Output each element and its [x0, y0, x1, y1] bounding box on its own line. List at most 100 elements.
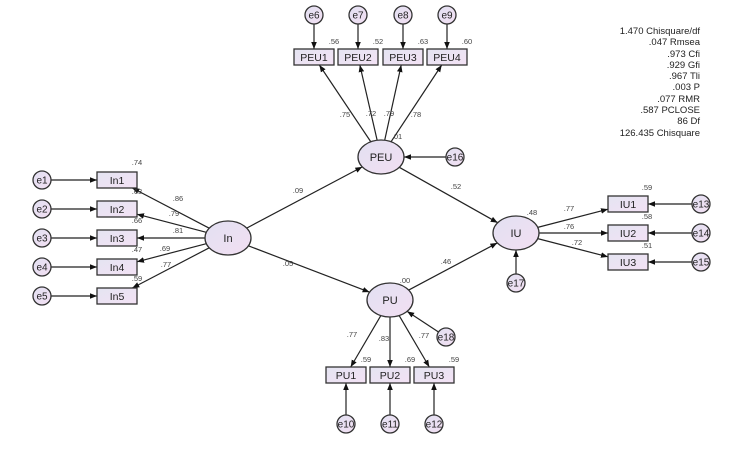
latent-variable-iu	[492, 215, 540, 251]
r-squared-value: .66	[132, 216, 142, 225]
error-term-e6	[304, 5, 324, 25]
r-squared-value: .59	[449, 355, 459, 364]
latent-label: IU	[511, 228, 522, 240]
error-term-label: e12	[426, 420, 443, 431]
error-term-label: e11	[382, 420, 398, 431]
observed-variable-label: In3	[110, 233, 125, 245]
r-squared-value: .63	[418, 37, 428, 46]
factor-loading: .81	[173, 226, 183, 235]
loading-path-arrow	[350, 315, 382, 368]
error-term-e18	[436, 327, 456, 347]
error-term-e2	[32, 199, 52, 219]
error-term-e8	[393, 5, 413, 25]
observed-variable-box	[325, 366, 367, 384]
factor-loading: .69	[160, 244, 170, 253]
loading-path-arrow	[358, 64, 378, 141]
r-squared-value: .63	[132, 187, 142, 196]
latent-label: PEU	[370, 152, 393, 164]
r-squared-value: .52	[373, 37, 383, 46]
observed-variable-box	[96, 171, 138, 189]
factor-loading: .78	[411, 110, 421, 119]
path-coefficient: .46	[441, 257, 451, 266]
observed-variable-label: PEU3	[389, 52, 417, 64]
latent-label: PU	[382, 295, 397, 307]
factor-loading: .72	[366, 109, 376, 118]
loading-path-arrow	[537, 208, 609, 228]
loading-path-arrow	[132, 187, 210, 229]
error-term-label: e2	[36, 205, 48, 216]
factor-loading: .79	[169, 209, 179, 218]
error-term-e9	[437, 5, 457, 25]
error-term-e12	[424, 414, 444, 434]
loading-path-arrow	[318, 64, 372, 143]
factor-loading: .79	[384, 109, 394, 118]
observed-variable-label: PEU4	[433, 52, 461, 64]
fit-index: .003 P	[672, 82, 700, 94]
observed-variable-label: IU1	[620, 199, 637, 211]
path-coefficient: .09	[293, 186, 303, 195]
error-term-label: e8	[397, 11, 409, 22]
r-squared-value: .01	[392, 132, 402, 141]
observed-variable-box	[96, 258, 138, 276]
observed-variable-label: In4	[110, 262, 125, 274]
r-squared-value: .56	[329, 37, 339, 46]
error-term-e17	[506, 273, 526, 293]
r-squared-value: .59	[132, 274, 142, 283]
observed-variable-box	[96, 287, 138, 305]
error-term-label: e14	[693, 229, 710, 240]
loading-path-arrow	[390, 64, 443, 143]
error-term-label: e6	[308, 11, 320, 22]
disturbance-path-arrow	[406, 310, 439, 333]
fit-index: 1.470 Chisquare/df	[619, 26, 700, 37]
latent-variable-peu	[357, 139, 405, 175]
observed-variable-label: PU3	[424, 370, 445, 382]
factor-loading: .77	[161, 260, 171, 269]
latent-variable-in	[204, 220, 252, 256]
observed-variable-box	[607, 195, 649, 213]
r-squared-value: .69	[405, 355, 415, 364]
fit-index: .967 Tli	[669, 71, 700, 83]
error-term-label: e13	[693, 200, 710, 211]
error-term-e3	[32, 228, 52, 248]
fit-index: 126.435 Chisquare	[619, 127, 700, 139]
error-term-label: e16	[447, 153, 464, 164]
observed-variable-label: PU2	[380, 370, 401, 382]
error-term-e14	[691, 223, 711, 243]
path-coefficient: .52	[451, 182, 461, 191]
loading-path-arrow	[132, 247, 210, 289]
fit-index: .077 RMR	[657, 93, 700, 105]
fit-index: .929 Gfi	[666, 59, 700, 71]
r-squared-value: .59	[361, 355, 371, 364]
error-term-label: e9	[441, 11, 453, 22]
structural-path-arrow	[248, 245, 370, 293]
error-term-label: e10	[338, 420, 355, 431]
path-coefficient: .05	[283, 259, 293, 268]
r-squared-value: .48	[527, 208, 537, 217]
fit-index: .973 Cfi	[667, 48, 700, 60]
structural-path-arrow	[246, 166, 363, 229]
observed-variable-label: PEU2	[344, 52, 372, 64]
error-term-label: e15	[693, 258, 710, 269]
error-term-label: e3	[36, 234, 48, 245]
observed-variable-box	[96, 200, 138, 218]
observed-variable-label: PU1	[336, 370, 357, 382]
latent-variable-pu	[366, 282, 414, 318]
loading-path-arrow	[136, 213, 207, 233]
observed-variable-box	[337, 48, 379, 66]
observed-variable-label: In5	[110, 291, 125, 303]
fit-index: 86 Df	[677, 116, 700, 128]
loading-path-arrow	[398, 315, 430, 368]
observed-variable-box	[293, 48, 335, 66]
latent-label: In	[223, 233, 232, 245]
r-squared-value: .58	[642, 212, 652, 221]
error-term-e16	[445, 147, 465, 167]
observed-variable-label: In1	[110, 175, 125, 187]
error-term-label: e4	[36, 263, 48, 274]
loading-path-arrow	[537, 238, 609, 258]
error-term-e15	[691, 252, 711, 272]
observed-variable-box	[369, 366, 411, 384]
observed-variable-box	[426, 48, 468, 66]
factor-loading: .72	[572, 238, 582, 247]
observed-variable-label: PEU1	[300, 52, 328, 64]
